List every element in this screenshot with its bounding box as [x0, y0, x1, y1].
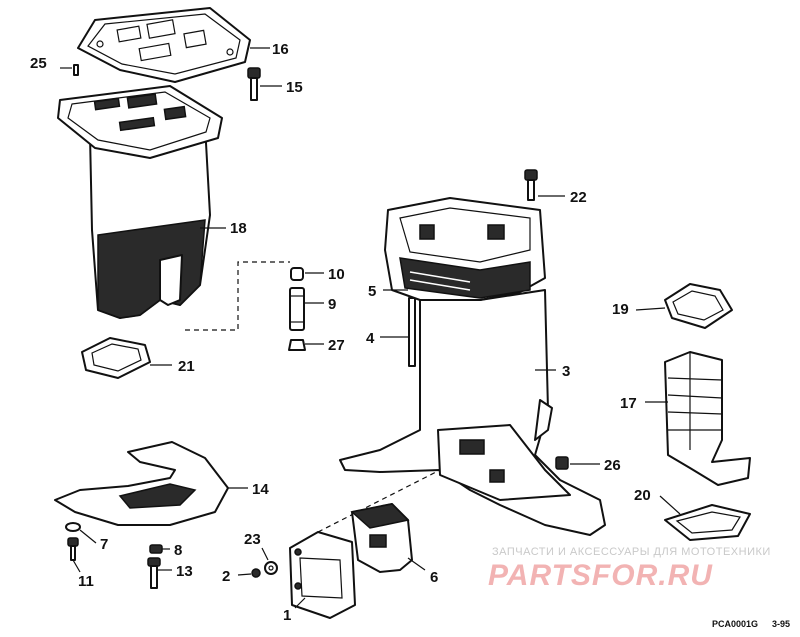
part-8-washer: [149, 544, 163, 554]
part-16-gasket: [77, 7, 251, 83]
watermark: ЗАПЧАСТИ И АКСЕССУАРЫ ДЛЯ МОТОТЕХНИКИ PA…: [488, 546, 771, 592]
part-19-gasket: [664, 283, 733, 329]
callout-21: 21: [178, 358, 195, 375]
callout-3: 3: [562, 363, 570, 380]
callout-6: 6: [430, 569, 438, 586]
callout-labels: 16 15 25 18 10 9 27 5 4 3 22 19 17 26 20…: [30, 41, 651, 624]
callout-1: 1: [283, 607, 291, 624]
callout-22: 22: [570, 189, 587, 206]
page-reference: 3-95: [772, 619, 790, 629]
part-13-screw: [147, 557, 161, 589]
callout-7: 7: [100, 536, 108, 553]
assembly-dashed-line: [185, 261, 290, 331]
part-23-washer: [264, 561, 278, 575]
part-6-bracket: [350, 503, 413, 573]
callout-27: 27: [328, 337, 345, 354]
assembly-dashed-line-2: [317, 469, 441, 533]
callout-5: 5: [368, 283, 376, 300]
callout-20: 20: [634, 487, 651, 504]
callout-17: 17: [620, 395, 637, 412]
watermark-brand: PARTSFOR.RU: [488, 559, 713, 592]
callout-25: 25: [30, 55, 47, 72]
callout-2: 2: [222, 568, 230, 585]
part-26-plug: [555, 456, 569, 470]
part-20-gasket: [664, 504, 751, 541]
part-18-exhaust-housing: [57, 85, 223, 319]
part-22-screw: [524, 169, 538, 201]
callout-13: 13: [176, 563, 193, 580]
part-3-driveshaft-housing: [339, 197, 606, 536]
callout-23: 23: [244, 531, 261, 548]
callout-9: 9: [328, 296, 336, 313]
leader-lines: [60, 47, 681, 609]
part-2-screw: [251, 568, 261, 578]
part-27-grommet: [288, 339, 306, 351]
part-4-stud: [408, 297, 416, 367]
part-9-tube: [289, 287, 305, 331]
callout-15: 15: [286, 79, 303, 96]
part-15-screw: [247, 67, 261, 101]
callout-11: 11: [78, 573, 94, 590]
part-21-gasket: [81, 337, 151, 379]
callout-16: 16: [272, 41, 289, 58]
part-10-seal: [290, 267, 304, 281]
callout-10: 10: [328, 266, 345, 283]
part-25-pin: [73, 64, 79, 76]
callout-26: 26: [604, 457, 621, 474]
part-14-plate: [54, 441, 229, 526]
part-11-screw: [67, 537, 79, 561]
figure-code: PCA0001G: [712, 619, 758, 629]
callout-19: 19: [612, 301, 629, 318]
callout-14: 14: [252, 481, 269, 498]
callout-18: 18: [230, 220, 247, 237]
part-17-exhaust-tube: [664, 351, 751, 486]
part-1-cover: [289, 531, 356, 619]
part-7-washer: [65, 522, 81, 532]
watermark-tagline: ЗАПЧАСТИ И АКСЕССУАРЫ ДЛЯ МОТОТЕХНИКИ: [492, 546, 771, 558]
callout-8: 8: [174, 542, 182, 559]
callout-4: 4: [366, 330, 375, 347]
